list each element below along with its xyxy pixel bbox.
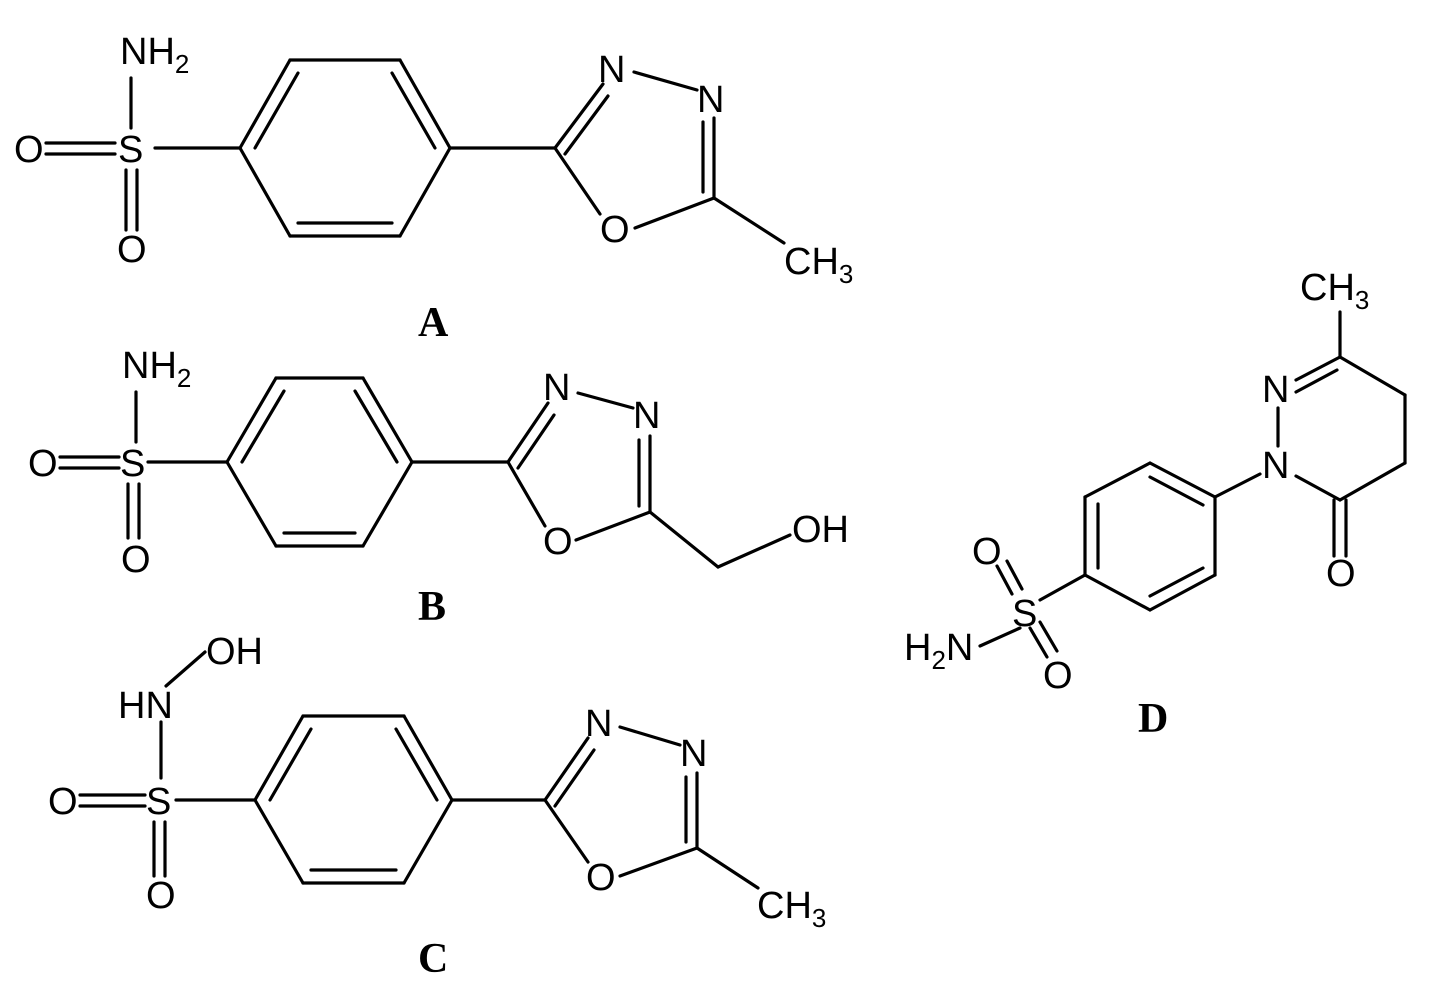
molecule-b-nh2-label: NH2 — [122, 345, 191, 393]
molecule-b-o-atom-ring: O — [543, 521, 573, 563]
molecule-c-o-atom-ring: O — [586, 857, 616, 899]
molecule-a-n-atom-1: N — [598, 49, 625, 91]
molecule-a-o-atom-bottom: O — [117, 229, 147, 271]
molecule-a-benzene-ring — [238, 58, 452, 238]
molecule-d: S O O H2N N N O CH3 D — [904, 267, 1407, 742]
molecule-b-benzene-ring — [225, 376, 414, 548]
molecule-c-sulfonamide-bonds — [78, 650, 257, 878]
molecule-d-n-atom-1: N — [1262, 369, 1289, 411]
molecule-b-n-atom-1: N — [543, 367, 570, 409]
molecule-b-oxadiazole-ring — [410, 391, 792, 569]
molecule-a-ch3-label: CH3 — [784, 241, 853, 289]
molecule-c-n-atom-1: N — [585, 703, 612, 745]
molecule-b-label: B — [418, 584, 446, 630]
molecule-c-label: C — [418, 936, 448, 982]
molecule-a-sulfonamide-bonds — [44, 76, 242, 232]
molecule-d-o-atom-carbonyl: O — [1326, 553, 1356, 595]
molecule-c-o-atom-left: O — [48, 781, 78, 823]
molecule-c: OH HN S O O N N O CH3 C — [48, 631, 826, 982]
molecule-d-o-atom-bottom: O — [1043, 655, 1073, 697]
molecule-d-benzene-ring — [1083, 461, 1217, 612]
molecule-c-ch3-label: CH3 — [757, 885, 826, 933]
molecule-c-hn-label: HN — [118, 685, 173, 727]
molecule-a-o-atom-left: O — [14, 129, 44, 171]
molecule-d-label: D — [1138, 696, 1168, 742]
molecule-d-s-atom: S — [1012, 593, 1037, 635]
molecule-d-pyridazinone-ring — [1213, 310, 1407, 558]
molecule-b-oh-label: OH — [792, 509, 849, 551]
molecule-c-n-atom-2: N — [680, 733, 707, 775]
molecule-a-label: A — [418, 300, 449, 346]
molecule-d-h2n-label: H2N — [904, 627, 973, 675]
molecule-b-sulfonamide-bonds — [58, 390, 229, 540]
molecule-c-oxadiazole-ring — [450, 725, 760, 890]
molecule-a-n-atom-2: N — [697, 79, 724, 121]
molecule-a-o-atom-ring: O — [600, 209, 630, 251]
molecule-a-nh2-label: NH2 — [120, 31, 189, 79]
molecule-b-o-atom-bottom: O — [121, 539, 151, 581]
molecule-d-n-atom-2: N — [1262, 445, 1289, 487]
molecule-d-o-atom-top: O — [972, 531, 1002, 573]
molecule-a-oxadiazole-ring — [448, 70, 786, 245]
molecule-b-n-atom-2: N — [633, 395, 660, 437]
molecule-b-s-atom: S — [120, 443, 145, 485]
molecule-d-sulfonamide-bonds — [978, 559, 1087, 659]
molecule-d-ch3-label: CH3 — [1300, 267, 1369, 315]
molecule-a: NH2 S O O N N O CH3 A — [14, 31, 853, 346]
molecule-c-benzene-ring — [253, 714, 454, 885]
molecule-c-s-atom: S — [146, 781, 171, 823]
molecule-c-oh-label: OH — [206, 631, 263, 673]
molecule-b: NH2 S O O N N O OH B — [28, 345, 849, 630]
molecule-a-s-atom: S — [118, 129, 143, 171]
molecule-b-o-atom-left: O — [28, 443, 58, 485]
molecule-c-o-atom-bottom: O — [146, 875, 176, 917]
